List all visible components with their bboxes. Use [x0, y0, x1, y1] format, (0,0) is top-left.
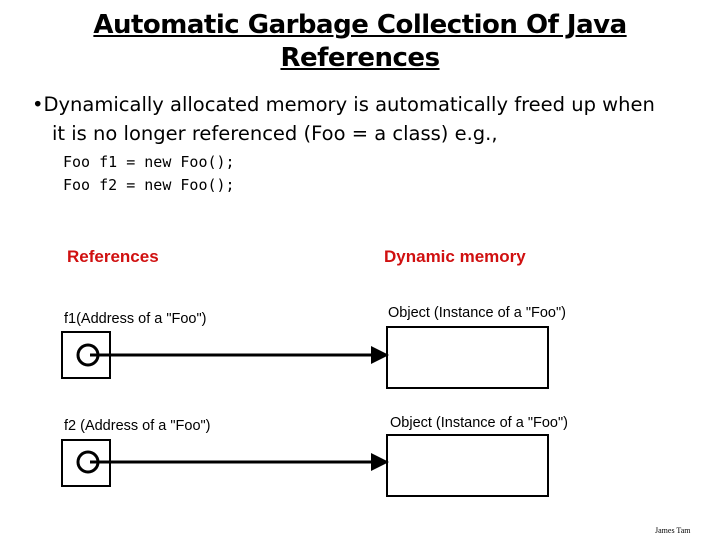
- references-header: References: [67, 247, 159, 266]
- bullet-line2: it is no longer referenced (Foo = a clas…: [52, 122, 498, 145]
- ref-f1-label: f1(Address of a "Foo"): [64, 311, 207, 327]
- code-line-2: Foo f2 = new Foo();: [63, 176, 235, 194]
- ref-f2-label: f2 (Address of a "Foo"): [64, 418, 211, 434]
- object-1-label: Object (Instance of a "Foo"): [388, 305, 566, 321]
- code-line-1: Foo f1 = new Foo();: [63, 153, 235, 171]
- object-2-label: Object (Instance of a "Foo"): [390, 415, 568, 431]
- dynamic-memory-header: Dynamic memory: [384, 247, 526, 266]
- slide-title-line1: Automatic Garbage Collection Of Java: [93, 10, 627, 40]
- bullet-line1: •Dynamically allocated memory is automat…: [32, 93, 655, 116]
- footer-author: James Tam: [655, 526, 691, 535]
- object-2-box: [386, 434, 549, 497]
- slide-title-line2: References: [280, 43, 440, 73]
- object-1-box: [386, 326, 549, 389]
